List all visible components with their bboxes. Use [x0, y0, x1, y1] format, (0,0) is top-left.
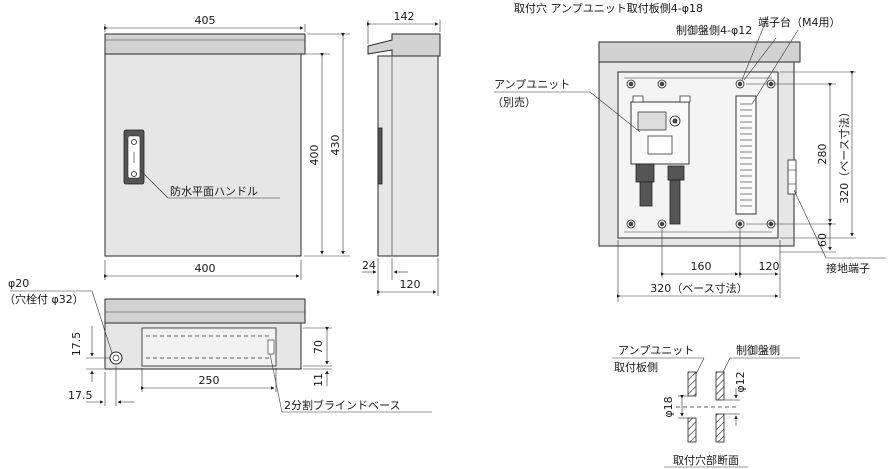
bottom-view: φ20 （穴栓付 φ32） 17.5 17.5 250 70 11 2分 — [4, 277, 432, 413]
dim-280: 280 — [816, 144, 829, 165]
front-view: 405 400 400 430 防水平面ハンドル — [104, 14, 350, 280]
dim-400-vertical: 400 — [308, 145, 321, 166]
terminal-screws — [740, 103, 752, 207]
label-handle: 防水平面ハンドル — [170, 184, 258, 198]
label-amp-hole: 取付穴 アンプユニット取付板側4-φ18 — [514, 1, 703, 15]
bottom-lid — [104, 298, 306, 324]
interior-lid — [598, 41, 801, 63]
dim-120-side: 120 — [400, 278, 421, 291]
dim-160: 160 — [691, 260, 712, 273]
label-sec-amp-side: 取付板側 — [614, 360, 658, 374]
terminal-block — [735, 95, 757, 215]
label-ground: 接地端子 — [826, 262, 870, 275]
dim-24: 24 — [362, 259, 376, 272]
dim-17-5-vertical: 17.5 — [70, 332, 83, 357]
dim-70: 70 — [312, 340, 325, 354]
front-lid — [104, 33, 306, 55]
amp-plate-section-upper — [687, 371, 697, 397]
dim-120-interior: 120 — [759, 260, 780, 273]
dim-phi12: φ12 — [734, 371, 747, 392]
dim-17-5-horizontal: 17.5 — [68, 389, 93, 402]
dim-405: 405 — [195, 14, 216, 27]
side-body — [377, 55, 439, 257]
amp-plate-section-lower — [687, 417, 697, 443]
label-hole-size: φ20 — [8, 277, 29, 290]
dim-142: 142 — [394, 10, 415, 23]
dim-60: 60 — [816, 233, 829, 247]
dim-250: 250 — [199, 374, 220, 387]
dim-phi18: φ18 — [662, 396, 675, 417]
side-lid — [367, 33, 441, 57]
blind-base — [141, 327, 277, 367]
interior-view: 取付穴 アンプユニット取付板側4-φ18 制御盤側4-φ12 端子台（M4用） … — [492, 1, 886, 302]
dim-320-horizontal: 320（ベース寸法） — [650, 281, 747, 295]
ctrl-panel-section-upper — [715, 371, 725, 401]
amp-unit — [630, 101, 690, 165]
label-blind-base: 2分割ブラインドベース — [284, 398, 400, 412]
label-sec-ctrl: 制御盤側 — [736, 343, 780, 357]
dim-11: 11 — [312, 373, 325, 387]
label-sec-amp: アンプユニット — [618, 344, 694, 357]
dim-430: 430 — [329, 135, 342, 156]
side-view: 142 24 120 — [362, 10, 441, 296]
label-ctrl-hole: 制御盤側4-φ12 — [676, 23, 752, 37]
dim-400-bottom: 400 — [195, 262, 216, 275]
section-title: 取付穴部断面 — [673, 453, 739, 467]
ctrl-panel-section-lower — [715, 413, 725, 443]
label-hole-plug: （穴栓付 φ32） — [4, 292, 84, 306]
section-view: アンプユニット 取付板側 制御盤側 φ18 φ12 取付穴部断面 — [612, 343, 800, 468]
ground-terminal — [787, 159, 797, 195]
label-amp-unit-sub: （別売） — [492, 96, 536, 109]
label-terminal: 端子台（M4用） — [758, 15, 841, 29]
label-amp-unit: アンプユニット — [494, 78, 570, 91]
dim-320-vertical: 320（ベース寸法） — [837, 106, 851, 203]
